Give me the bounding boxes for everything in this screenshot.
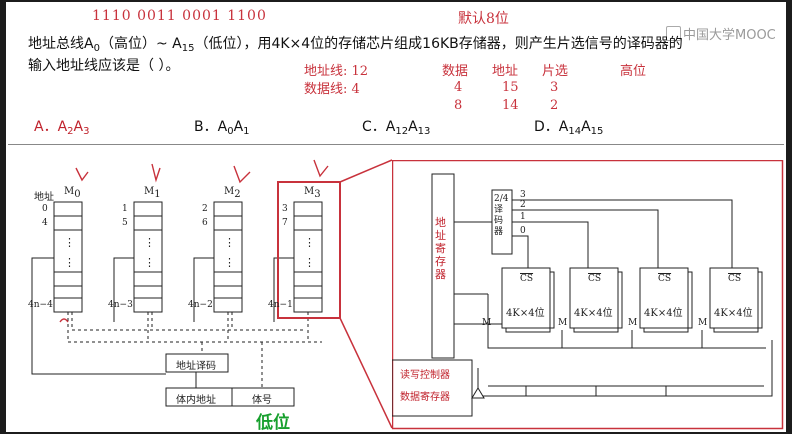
choice-a[interactable]: A．A2A3 <box>34 119 90 137</box>
right-module-diagram <box>392 160 784 430</box>
col-addr-note: 地址 <box>492 64 519 79</box>
decoder-out-1: 1 <box>520 212 526 222</box>
row1-addr: 15 <box>502 80 519 95</box>
m-label-3: M <box>698 318 708 328</box>
chip-4-cs: CS <box>728 274 742 284</box>
chip-1-cs: CS <box>520 274 534 284</box>
m1-ellipsis-2: ⋮ <box>144 256 155 269</box>
row1-chip: 3 <box>550 80 559 95</box>
chip-3-label: 4K×4位 <box>644 308 683 319</box>
module-3-label: M3 <box>304 186 321 200</box>
question-line-1: 地址总线A0（高位）~ A15（低位），用4K×4位的存储芯片组成16KB存储器… <box>28 36 683 54</box>
mooc-logo-icon <box>666 26 681 41</box>
decoder-out-2: 2 <box>520 200 526 210</box>
m-label-left: M <box>482 318 492 328</box>
in-body-addr-label: 体内地址 <box>176 395 216 406</box>
m-label-2: M <box>628 318 638 328</box>
m2-ellipsis-2: ⋮ <box>224 256 235 269</box>
chip-3-cs: CS <box>658 274 672 284</box>
choice-b[interactable]: B．A0A1 <box>194 119 250 137</box>
body-no-label: 体号 <box>252 395 272 406</box>
m3-ellipsis-1: ⋮ <box>304 236 315 249</box>
data-register-label: 数据寄存器 <box>400 392 450 403</box>
row1-data: 4 <box>454 80 463 95</box>
choice-d[interactable]: D．A14A15 <box>534 119 604 137</box>
m2-last-addr: 4n−2 <box>188 300 213 310</box>
chip-2-cs: CS <box>588 274 602 284</box>
col-high-note: 高位 <box>620 64 647 79</box>
decoder-out-0: 0 <box>520 226 526 236</box>
m0-addr-0: 0 <box>42 204 48 214</box>
low-bits-annotation: 低位 <box>256 413 290 433</box>
decoder-out-3: 3 <box>520 190 526 200</box>
left-memory-diagram <box>31 159 341 407</box>
m0-ellipsis-1: ⋮ <box>64 236 75 249</box>
default-8bit-annotation: 默认8位 <box>458 11 509 27</box>
binary-annotation: 1110 0011 0001 1100 <box>92 8 267 24</box>
m1-last-addr: 4n−3 <box>108 300 133 310</box>
m0-ellipsis-2: ⋮ <box>64 256 75 269</box>
m0-addr-4: 4 <box>42 218 48 228</box>
zoom-connector <box>339 159 393 429</box>
m3-addr-3: 3 <box>282 204 288 214</box>
chip-1-label: 4K×4位 <box>506 308 545 319</box>
chip-2-label: 4K×4位 <box>574 308 613 319</box>
m-label-1: M <box>558 318 568 328</box>
rw-controller-label: 读写控制器 <box>400 370 450 381</box>
m1-addr-5: 5 <box>122 218 128 228</box>
addr-header: 地址 <box>34 192 54 203</box>
mooc-logo: 中国大学MOOC <box>666 24 776 43</box>
divider <box>8 144 784 145</box>
module-2-label: M2 <box>224 186 241 200</box>
row2-addr: 14 <box>502 98 519 113</box>
m2-addr-2: 2 <box>202 204 208 214</box>
module-1-label: M1 <box>144 186 161 200</box>
question-line-2: 输入地址线应该是（ ）。 <box>28 58 180 74</box>
col-chip-note: 片选 <box>542 64 569 79</box>
m2-ellipsis-1: ⋮ <box>224 236 235 249</box>
m1-ellipsis-1: ⋮ <box>144 236 155 249</box>
m2-addr-6: 6 <box>202 218 208 228</box>
m0-last-addr: 4n−4 <box>28 300 53 310</box>
addr-register-label: 地址寄存器 <box>435 216 446 281</box>
row2-data: 8 <box>454 98 463 113</box>
m1-addr-1: 1 <box>122 204 128 214</box>
row2-chip: 2 <box>550 98 559 113</box>
data-lines-note: 数据线: 4 <box>304 82 360 97</box>
addr-lines-note: 地址线: 12 <box>304 64 369 79</box>
module-0-label: M0 <box>64 186 81 200</box>
col-data-note: 数据 <box>442 64 469 79</box>
m3-last-addr: 4n−1 <box>268 300 293 310</box>
m3-addr-7: 7 <box>282 218 288 228</box>
m3-ellipsis-2: ⋮ <box>304 256 315 269</box>
chip-4-label: 4K×4位 <box>714 308 753 319</box>
addr-decoder-label: 地址译码 <box>176 361 216 372</box>
lecture-slide: 1110 0011 0001 1100 默认8位 中国大学MOOC 地址总线A0… <box>6 2 786 433</box>
choice-c[interactable]: C．A12A13 <box>362 119 431 137</box>
